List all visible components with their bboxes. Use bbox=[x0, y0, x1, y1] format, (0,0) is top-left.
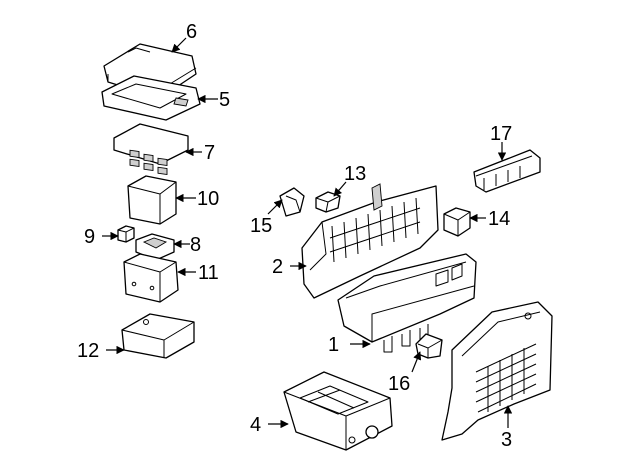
part-12-module[interactable] bbox=[121, 313, 195, 359]
callout-15: 15 bbox=[250, 199, 283, 237]
callout-2-label: 2 bbox=[272, 256, 283, 278]
part-2-fuse-panel[interactable] bbox=[301, 183, 439, 299]
part-9-clip[interactable] bbox=[117, 225, 135, 243]
part-5-tray[interactable] bbox=[101, 75, 201, 121]
callout-16: 16 bbox=[388, 351, 422, 395]
callout-3: 3 bbox=[501, 405, 513, 451]
callout-14: 14 bbox=[469, 208, 510, 230]
callout-6-label: 6 bbox=[186, 21, 197, 43]
callout-7: 7 bbox=[185, 142, 215, 164]
callout-4-label: 4 bbox=[250, 414, 261, 436]
callout-1: 1 bbox=[328, 334, 371, 356]
callout-6: 6 bbox=[171, 21, 197, 53]
part-13-connector[interactable] bbox=[315, 191, 341, 213]
callout-5-label: 5 bbox=[219, 89, 230, 111]
callout-15-label: 15 bbox=[250, 215, 272, 237]
callout-12: 12 bbox=[77, 340, 125, 362]
callout-2: 2 bbox=[272, 256, 307, 278]
part-10-relay[interactable] bbox=[127, 175, 177, 225]
callout-3-label: 3 bbox=[501, 429, 512, 451]
callout-7-label: 7 bbox=[204, 142, 215, 164]
callout-1-label: 1 bbox=[328, 334, 339, 356]
callout-13: 13 bbox=[333, 163, 366, 197]
callout-17: 17 bbox=[490, 123, 512, 161]
callout-9: 9 bbox=[84, 226, 119, 248]
callout-14-label: 14 bbox=[488, 208, 510, 230]
callout-5: 5 bbox=[197, 89, 230, 111]
callout-11-label: 11 bbox=[198, 262, 219, 284]
callout-4: 4 bbox=[250, 414, 289, 436]
part-14-relay[interactable] bbox=[443, 207, 471, 237]
callout-11: 11 bbox=[177, 262, 219, 284]
callout-10: 10 bbox=[175, 188, 219, 210]
callout-8-label: 8 bbox=[190, 234, 201, 256]
part-4-lower-box[interactable] bbox=[283, 371, 393, 451]
callout-13-label: 13 bbox=[344, 163, 366, 185]
callout-12-label: 12 bbox=[77, 340, 99, 362]
part-17-fuse-strip[interactable] bbox=[473, 149, 541, 193]
callout-10-label: 10 bbox=[197, 188, 219, 210]
part-7-relay-block[interactable] bbox=[113, 123, 189, 175]
callout-16-label: 16 bbox=[388, 373, 410, 395]
part-11-relay[interactable] bbox=[123, 253, 179, 303]
part-8-socket[interactable] bbox=[135, 233, 175, 261]
callout-17-label: 17 bbox=[490, 123, 512, 145]
callout-8: 8 bbox=[173, 234, 201, 256]
part-15-bracket[interactable] bbox=[279, 187, 305, 217]
part-3-cover[interactable] bbox=[441, 301, 553, 441]
callout-9-label: 9 bbox=[84, 226, 95, 248]
part-1-fuse-housing[interactable] bbox=[337, 253, 477, 353]
